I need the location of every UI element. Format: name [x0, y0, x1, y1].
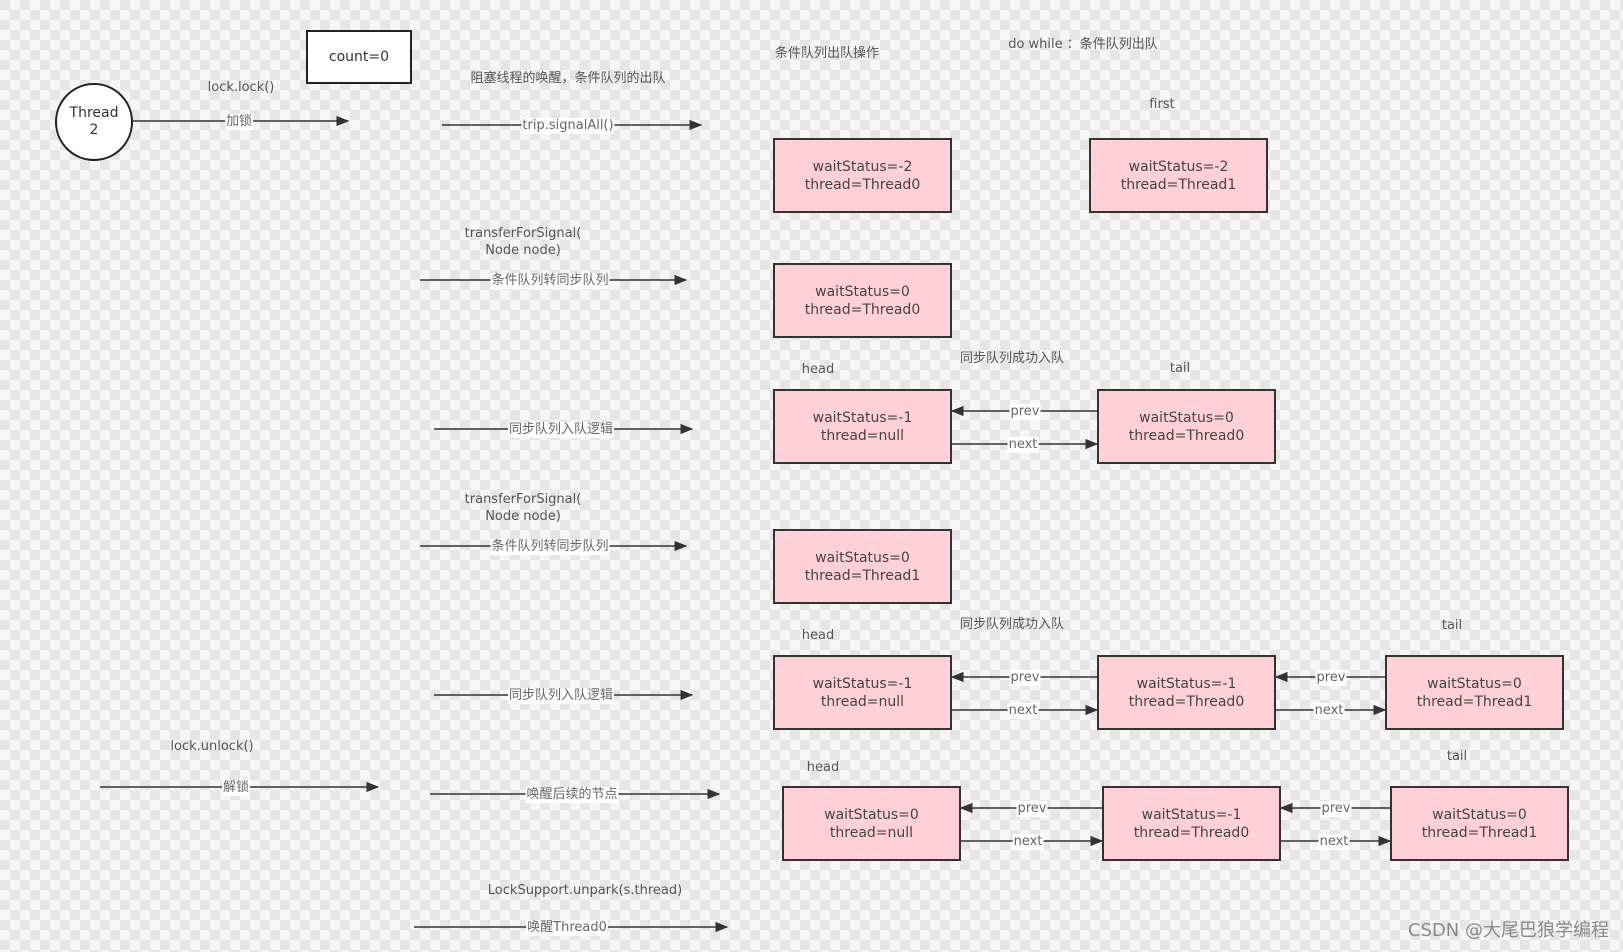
unlock-sub-label: 解锁 [221, 780, 251, 796]
node-thread: thread=Thread0 [1128, 427, 1245, 444]
enq2-success-label: 同步队列成功入队 [959, 617, 1065, 632]
sync1-next-label: next [1007, 437, 1039, 453]
node-waitstatus: waitStatus=-2 [812, 158, 913, 175]
node-waitstatus: waitStatus=0 [815, 283, 910, 300]
node-waitstatus: waitStatus=-2 [1128, 158, 1229, 175]
thread2-line1: Thread [69, 105, 119, 121]
node-thread: thread=Thread0 [1133, 824, 1250, 841]
count-box: count=0 [306, 30, 412, 84]
node-waitstatus: waitStatus=0 [824, 806, 919, 823]
node-waitstatus: waitStatus=-1 [812, 409, 913, 426]
node-sync2-thread0: waitStatus=-1 thread=Thread0 [1097, 655, 1276, 730]
wake-blocked-label: 阻塞线程的唤醒，条件队列的出队 [470, 71, 666, 86]
unlock-label: lock.unlock() [170, 739, 254, 754]
node-waitstatus: waitStatus=0 [1427, 675, 1522, 692]
sync2-next-label-b: next [1313, 703, 1345, 719]
node-thread: thread=Thread1 [1120, 176, 1237, 193]
transfer2-label-line2: Node node) [485, 509, 561, 524]
sync2-next-label-a: next [1007, 703, 1039, 719]
sync3-next-label-b: next [1318, 834, 1350, 850]
node-transfer-thread0: waitStatus=0 thread=Thread0 [773, 263, 952, 338]
first-label: first [1149, 97, 1175, 112]
sync1-prev-label: prev [1009, 404, 1041, 420]
node-sync3-head: waitStatus=0 thread=null [782, 786, 961, 861]
enq1-arrow-label: 同步队列入队逻辑 [507, 422, 615, 438]
node-sync1-head: waitStatus=-1 thread=null [773, 389, 952, 464]
wake-next-label: 唤醒后续的节点 [525, 787, 619, 803]
transfer1-label-line1: transferForSignal( [464, 226, 582, 241]
unpark-arrow-label: 唤醒Thread0 [526, 920, 608, 936]
node-waitstatus: waitStatus=-1 [812, 675, 913, 692]
sync3-next-label-a: next [1012, 834, 1044, 850]
enq2-arrow-label: 同步队列入队逻辑 [507, 688, 615, 704]
node-sync2-thread1: waitStatus=0 thread=Thread1 [1385, 655, 1564, 730]
node-sync3-thread1: waitStatus=0 thread=Thread1 [1390, 786, 1569, 861]
sync2-prev-label-a: prev [1009, 670, 1041, 686]
sync2-prev-label-b: prev [1315, 670, 1347, 686]
node-thread: thread=null [829, 824, 914, 841]
transfer1-label-line2: Node node) [485, 243, 561, 258]
node-thread: thread=null [820, 693, 905, 710]
enq2-head-label: head [801, 628, 835, 643]
node-waitstatus: waitStatus=-1 [1141, 806, 1242, 823]
node-thread: thread=Thread0 [804, 176, 921, 193]
node-waitstatus: waitStatus=0 [815, 549, 910, 566]
node-thread: thread=Thread1 [804, 567, 921, 584]
node-cond-thread0: waitStatus=-2 thread=Thread0 [773, 138, 952, 213]
unlock-head-label: head [806, 760, 840, 775]
node-thread: thread=Thread1 [1421, 824, 1538, 841]
csdn-watermark: CSDN @大尾巴狼学编程 [1407, 920, 1609, 941]
node-sync3-thread0: waitStatus=-1 thread=Thread0 [1102, 786, 1281, 861]
thread2-circle: Thread 2 [55, 83, 133, 161]
enq1-tail-label: tail [1169, 361, 1191, 376]
transfer1-arrow-label: 条件队列转同步队列 [490, 273, 610, 289]
unlock-tail-label: tail [1446, 749, 1468, 764]
node-transfer-thread1: waitStatus=0 thread=Thread1 [773, 529, 952, 604]
node-sync1-tail: waitStatus=0 thread=Thread0 [1097, 389, 1276, 464]
signalall-label: trip.signalAll() [521, 118, 615, 134]
node-thread: thread=Thread1 [1416, 693, 1533, 710]
node-thread: thread=Thread0 [804, 301, 921, 318]
do-while-label: do while ：条件队列出队 [1008, 37, 1158, 52]
lock-sub-label: 加锁 [224, 114, 254, 130]
enq1-head-label: head [801, 362, 835, 377]
node-waitstatus: waitStatus=-1 [1136, 675, 1237, 692]
enq2-tail-label: tail [1441, 618, 1463, 633]
transfer2-arrow-label: 条件队列转同步队列 [490, 539, 610, 555]
node-sync2-head: waitStatus=-1 thread=null [773, 655, 952, 730]
node-thread: thread=null [820, 427, 905, 444]
node-waitstatus: waitStatus=0 [1139, 409, 1234, 426]
sync3-prev-label-a: prev [1016, 801, 1048, 817]
unpark-label: LockSupport.unpark(s.thread) [487, 883, 683, 898]
sync3-prev-label-b: prev [1320, 801, 1352, 817]
enq1-success-label: 同步队列成功入队 [959, 351, 1065, 366]
transfer2-label-line1: transferForSignal( [464, 492, 582, 507]
thread2-line2: 2 [89, 122, 99, 138]
lock-label: lock.lock() [207, 80, 275, 95]
node-waitstatus: waitStatus=0 [1432, 806, 1527, 823]
node-thread: thread=Thread0 [1128, 693, 1245, 710]
node-cond-thread1: waitStatus=-2 thread=Thread1 [1089, 138, 1268, 213]
cond-dequeue-op-label: 条件队列出队操作 [774, 46, 880, 61]
